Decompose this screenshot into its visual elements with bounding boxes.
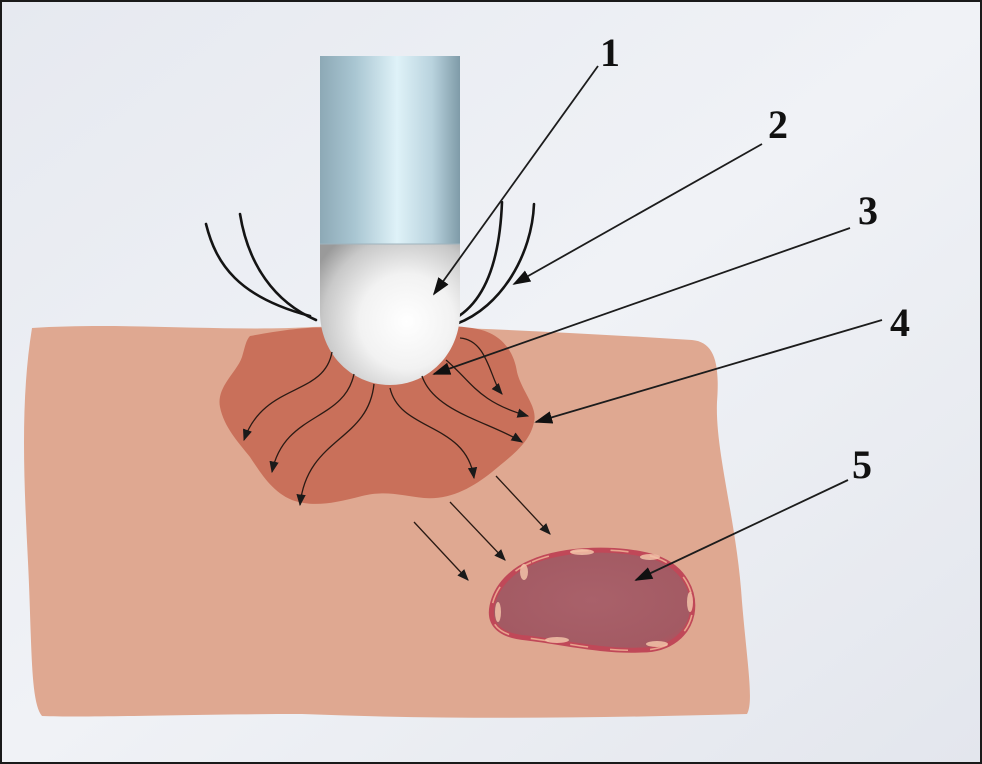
leader-line-1 [432, 65, 599, 296]
leader-line-4 [534, 319, 883, 424]
callout-number-3: 3 [858, 188, 878, 233]
energy-lines [243, 337, 530, 507]
transfer-arrows [413, 475, 551, 581]
field-line-left-outer [204, 222, 312, 318]
cylindrical-probe-icon [320, 56, 460, 385]
leader-line-3 [432, 227, 851, 375]
field-line-left-inner [238, 212, 318, 322]
leader-line-5 [634, 479, 849, 581]
leader-line-2 [512, 143, 763, 285]
field-line-right-outer [454, 202, 536, 326]
callout-number-1: 1 [600, 30, 620, 75]
callout-number-4: 4 [890, 300, 910, 345]
callout-number-5: 5 [852, 442, 872, 487]
callout-number-2: 2 [768, 102, 788, 147]
field-line-right-inner [450, 200, 504, 322]
